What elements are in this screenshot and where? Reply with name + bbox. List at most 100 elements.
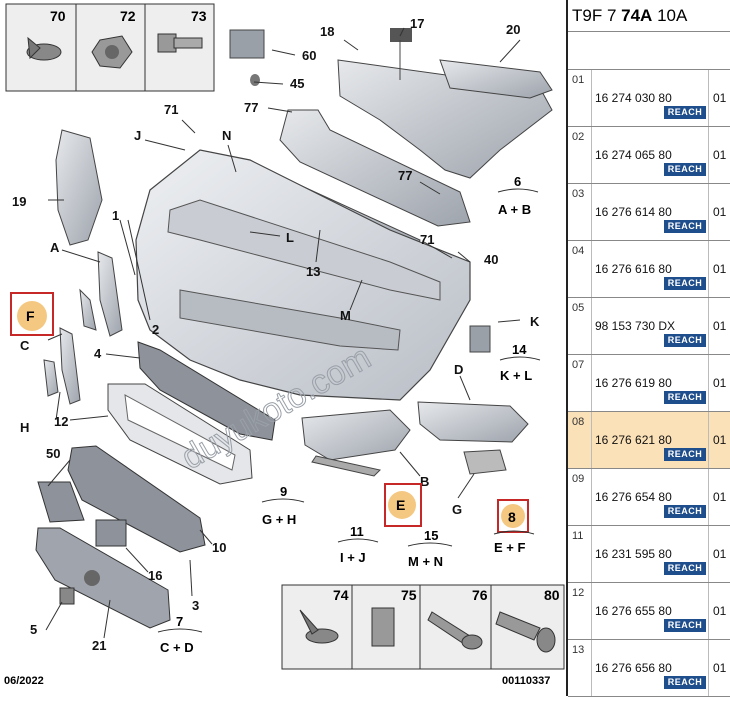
part-number[interactable]: 16 276 614 80: [595, 205, 672, 219]
row-index: 13: [572, 644, 585, 656]
callout-72: 72: [120, 8, 136, 24]
row-quantity: 01: [713, 205, 727, 219]
group-14-number: 14: [512, 342, 527, 357]
callout-12: 12: [54, 414, 68, 429]
grille-frame-12: [107, 383, 253, 485]
reach-badge: REACH: [664, 163, 706, 176]
group-14: 14 K + L: [499, 342, 541, 383]
callout-77-top: 77: [244, 100, 258, 115]
row-divider: [708, 469, 709, 525]
group-7-combo: C + D: [160, 640, 194, 655]
part-number[interactable]: 16 276 655 80: [595, 604, 672, 618]
row-quantity: 01: [713, 148, 727, 162]
callout-5: 5: [30, 622, 37, 637]
group-9: 9 G + H: [261, 484, 305, 527]
group-15-number: 15: [424, 528, 438, 543]
reach-badge: REACH: [664, 106, 706, 119]
callout-K: K: [530, 314, 540, 329]
callout-10: 10: [212, 540, 226, 555]
part-number[interactable]: 16 231 595 80: [595, 547, 672, 561]
callout-60: 60: [302, 48, 316, 63]
reach-badge: REACH: [664, 505, 706, 518]
callout-G: G: [452, 502, 462, 517]
callout-17: 17: [410, 16, 424, 31]
row-divider: [591, 469, 592, 525]
callout-77-mid: 77: [398, 168, 412, 183]
callout-74: 74: [333, 587, 349, 603]
row-quantity: 01: [713, 433, 727, 447]
row-divider: [591, 355, 592, 411]
callout-19: 19: [12, 194, 26, 209]
row-divider: [708, 412, 709, 468]
row-divider: [708, 70, 709, 126]
reach-badge: REACH: [664, 619, 706, 632]
grille-21: [35, 527, 171, 629]
part-number[interactable]: 16 276 654 80: [595, 490, 672, 504]
group-15-combo: M + N: [408, 554, 443, 569]
highlight-E[interactable]: E: [384, 483, 422, 527]
exploded-parts-diagram: 70 72 73 74 75 76 80: [4, 3, 565, 687]
header-prefix: T9F 7: [572, 6, 617, 25]
hardware-box-bottom: 74 75 76 80: [281, 584, 565, 670]
grille-insert-50: [37, 481, 127, 605]
callout-2: 2: [152, 322, 159, 337]
callout-labels: 60 45 77 18 17 20 71 J N 77 L 71 40 13 M…: [12, 16, 540, 653]
callout-A: A: [50, 240, 60, 255]
fog-surround-right: [417, 401, 529, 475]
callout-H: H: [20, 420, 29, 435]
group-8-combo: E + F: [494, 540, 525, 555]
reach-badge: REACH: [664, 391, 706, 404]
row-divider: [591, 184, 592, 240]
row-index: 07: [572, 359, 585, 371]
screw-74-icon: [299, 609, 339, 644]
reach-badge: REACH: [664, 676, 706, 689]
part-number[interactable]: 16 276 656 80: [595, 661, 672, 675]
callout-16: 16: [148, 568, 162, 583]
row-quantity: 01: [713, 319, 727, 333]
row-divider: [708, 127, 709, 183]
part-number[interactable]: 16 276 616 80: [595, 262, 672, 276]
row-quantity: 01: [713, 547, 727, 561]
row-divider: [708, 298, 709, 354]
highlight-F[interactable]: F: [10, 292, 54, 336]
part-number[interactable]: 16 274 065 80: [595, 148, 672, 162]
row-index: 02: [572, 131, 585, 143]
group-15: 15 M + N: [407, 528, 453, 569]
header-suffix: 10A: [657, 6, 688, 25]
callout-20: 20: [506, 22, 520, 37]
group-14-combo: K + L: [500, 368, 532, 383]
part-number[interactable]: 16 274 030 80: [595, 91, 672, 105]
reach-badge: REACH: [664, 334, 706, 347]
highlight-8[interactable]: 8: [497, 499, 529, 533]
part-number[interactable]: 98 153 730 DX: [595, 319, 676, 333]
part-number[interactable]: 16 276 619 80: [595, 376, 672, 390]
grille-10: [67, 445, 206, 553]
callout-45: 45: [290, 76, 304, 91]
row-index: 04: [572, 245, 585, 257]
screw-76-icon: [427, 611, 483, 650]
group-6: 6 A + B: [497, 174, 539, 217]
row-divider: [591, 640, 592, 696]
group-11-combo: I + J: [340, 550, 366, 565]
row-divider: [591, 127, 592, 183]
part-number[interactable]: 16 276 621 80: [595, 433, 672, 447]
row-divider: [708, 355, 709, 411]
callout-76: 76: [472, 587, 488, 603]
leader-lines: [45, 27, 521, 639]
panel-spacer: [568, 32, 730, 70]
group-6-combo: A + B: [498, 202, 531, 217]
callout-D: D: [454, 362, 463, 377]
clip-75-icon: [371, 607, 395, 647]
